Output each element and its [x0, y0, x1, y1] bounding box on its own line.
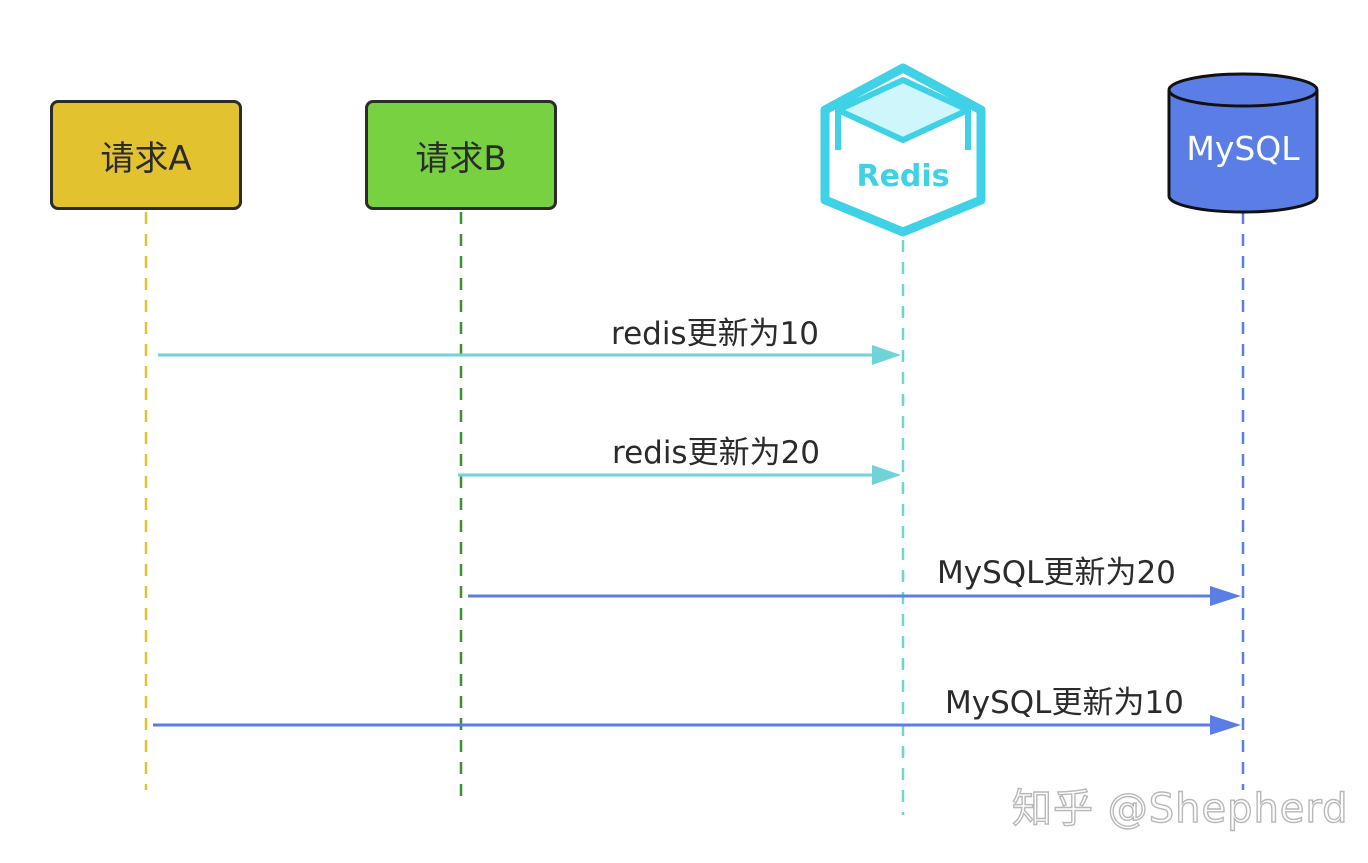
watermark: 知乎 @Shepherd: [1011, 785, 1349, 832]
message-label-1: redis更新为10: [611, 316, 820, 352]
redis-icon: Redis: [820, 63, 986, 237]
message-arrow-2: [458, 465, 901, 485]
request-b-label: 请求B: [415, 138, 507, 179]
message-label-4: MySQL更新为10: [945, 685, 1184, 721]
request-a-label: 请求A: [100, 138, 192, 179]
request-b-box: 请求B: [365, 100, 557, 210]
request-a-box: 请求A: [50, 100, 242, 210]
message-arrow-3: [468, 586, 1241, 606]
message-arrow-4: [153, 715, 1241, 735]
message-label-3: MySQL更新为20: [937, 555, 1176, 591]
mysql-database-icon: MySQL: [1167, 72, 1319, 214]
mysql-label: MySQL: [1186, 129, 1300, 168]
message-arrow-1: [158, 345, 901, 365]
message-label-2: redis更新为20: [612, 435, 821, 471]
redis-logo-text: Redis: [856, 159, 949, 194]
